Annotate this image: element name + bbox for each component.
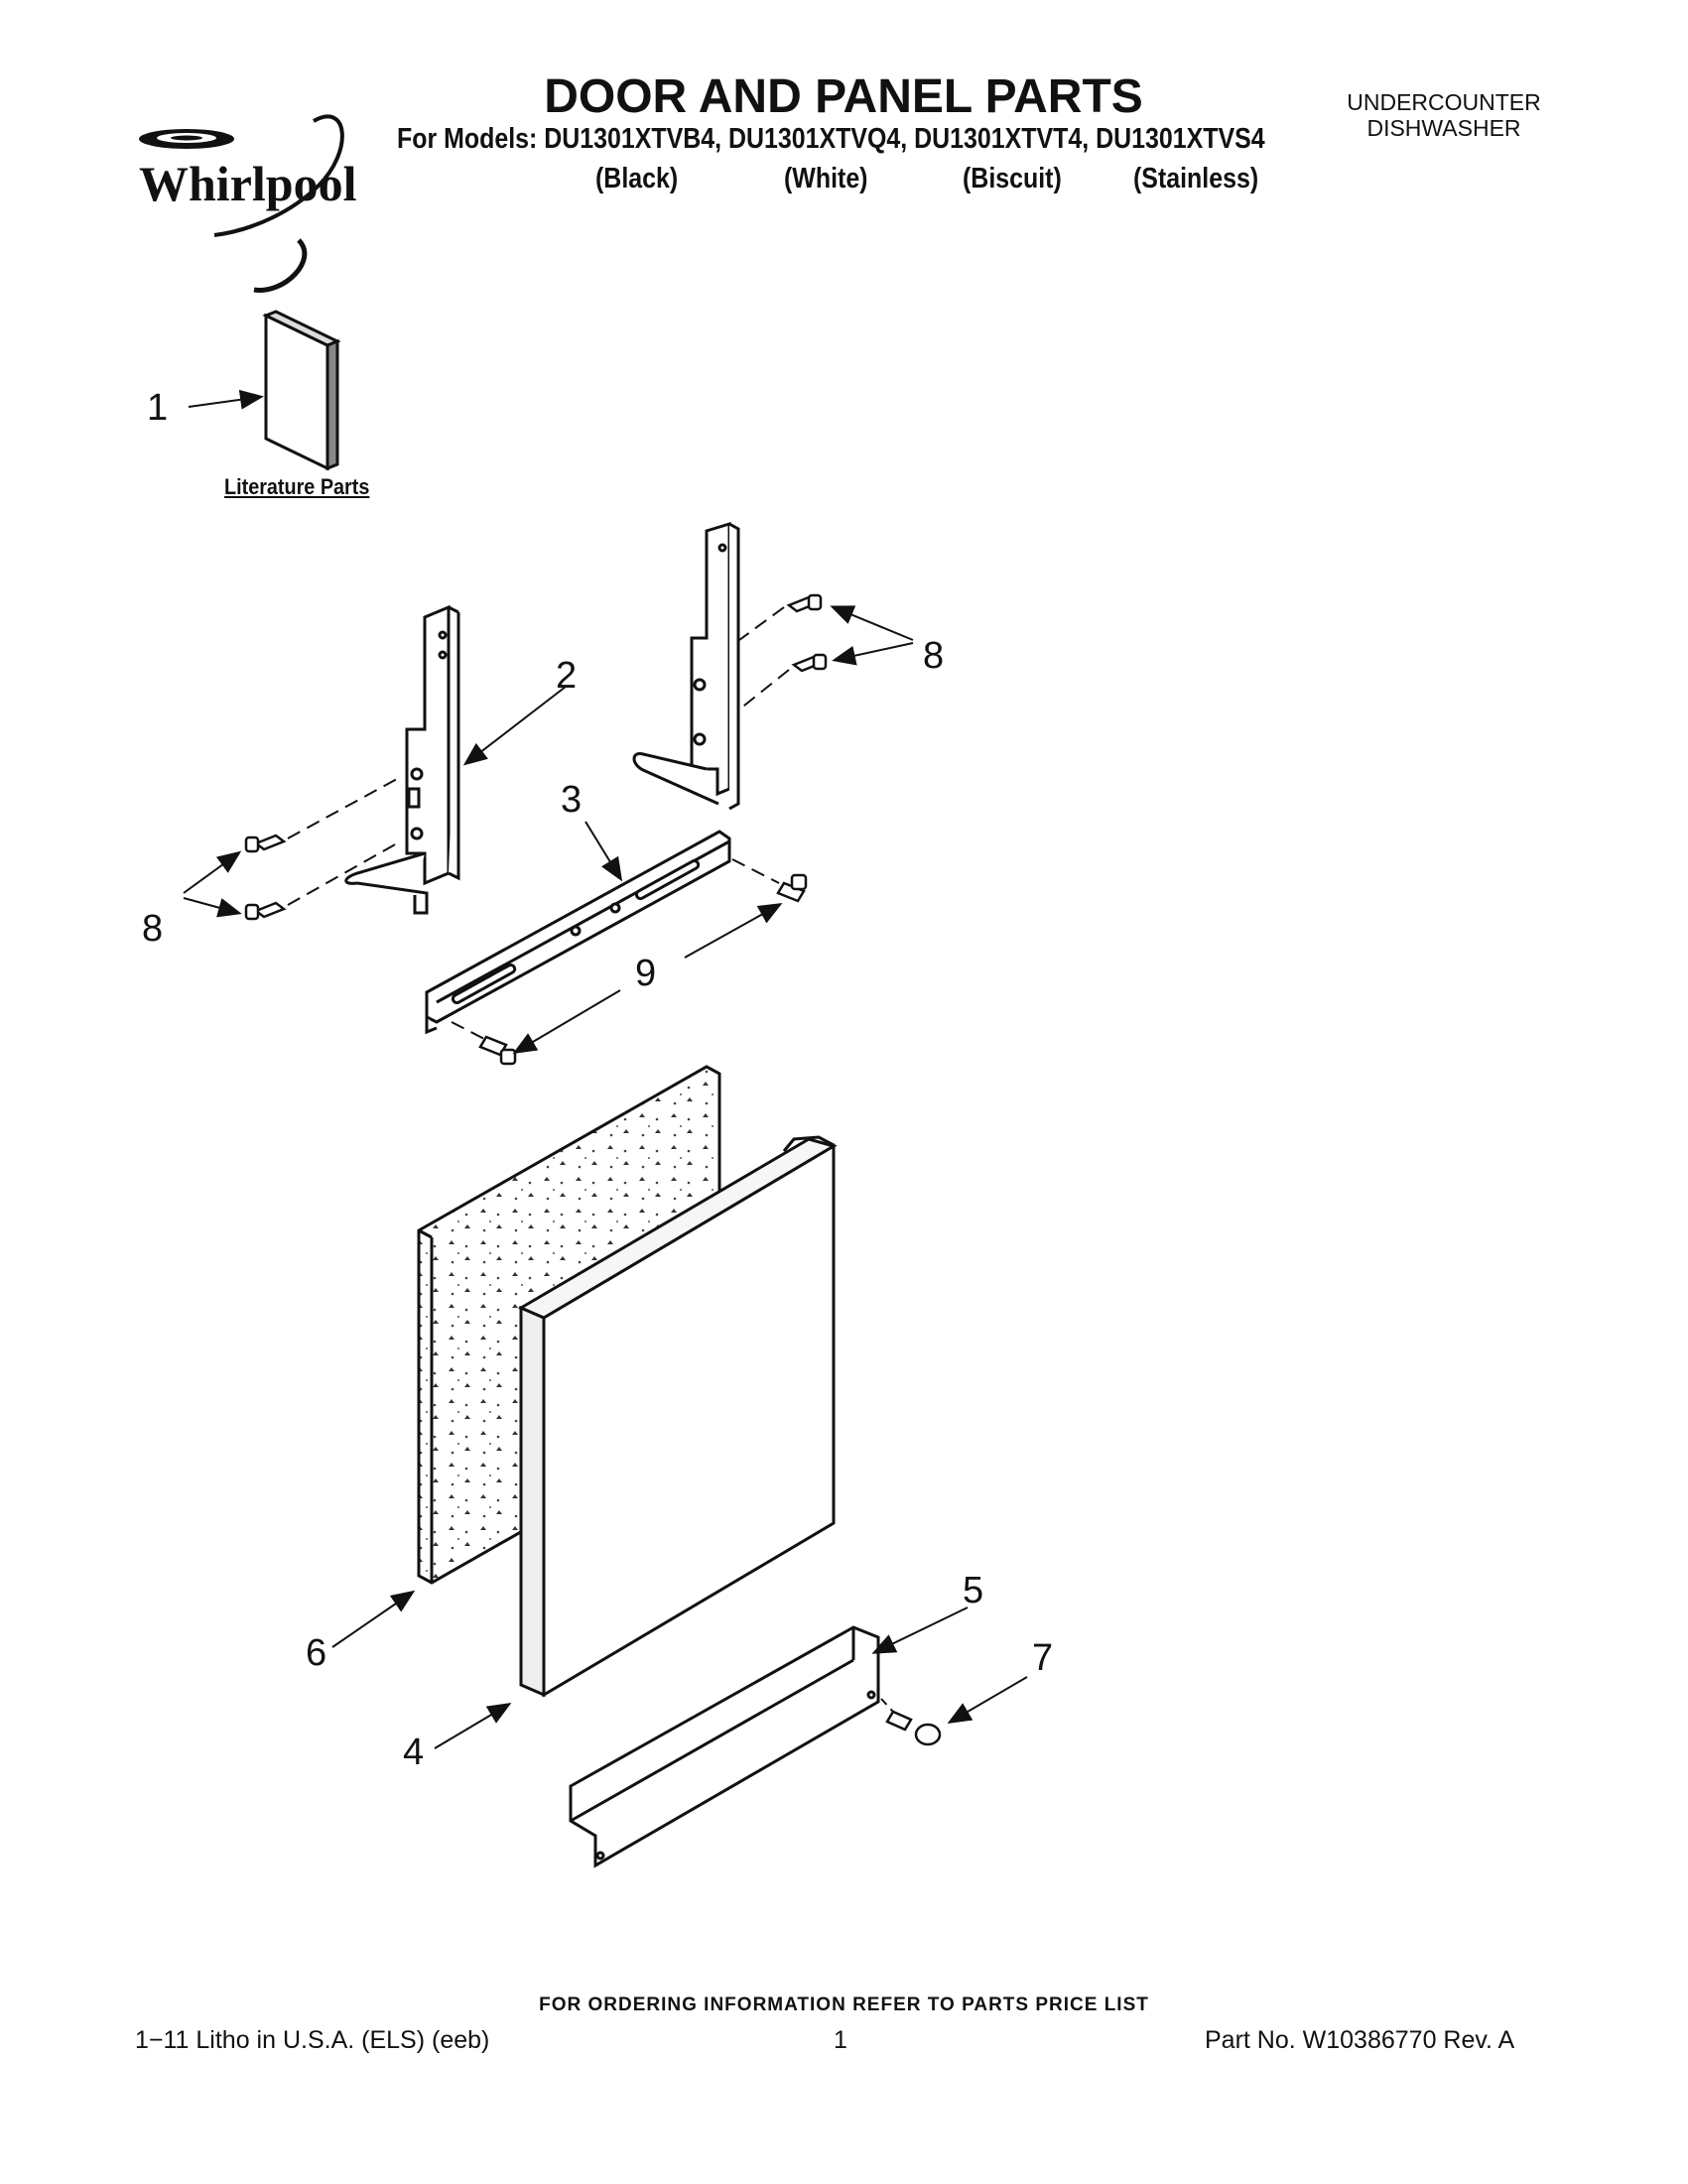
part-number: Part No. W10386770 Rev. A (1205, 2026, 1515, 2054)
callout-7: 7 (1032, 1637, 1054, 1679)
horizontal-rail (425, 830, 731, 1035)
door-panel (517, 1135, 838, 1698)
brand-logo: Whirlpool (135, 111, 393, 300)
color-stainless: (Stainless) (1133, 163, 1259, 194)
color-black: (Black) (595, 163, 679, 194)
callout-8-right: 8 (923, 635, 945, 677)
callout-8-left: 8 (142, 908, 164, 950)
toe-kick-panel (569, 1625, 880, 1868)
models-line: For Models: DU1301XTVB4, DU1301XTVQ4, DU… (397, 123, 1265, 155)
callout-5: 5 (963, 1570, 984, 1611)
page-number: 1 (834, 2026, 847, 2054)
ordering-note: FOR ORDERING INFORMATION REFER TO PARTS … (539, 1994, 1149, 2015)
color-white: (White) (784, 163, 868, 194)
literature-booklet (262, 310, 341, 471)
left-mounting-bracket (344, 604, 460, 915)
toe-kick-screw (885, 1710, 942, 1746)
literature-parts-label: Literature Parts (224, 474, 370, 499)
callout-1: 1 (147, 387, 169, 429)
svg-text:Whirlpool: Whirlpool (139, 156, 357, 211)
color-biscuit: (Biscuit) (963, 163, 1062, 194)
screw-9 (478, 873, 808, 1066)
callout-4: 4 (403, 1732, 425, 1773)
right-mounting-bracket (632, 521, 740, 811)
screw-8-left (244, 834, 287, 921)
category-line-1: UNDERCOUNTER (1347, 89, 1541, 115)
callout-6: 6 (306, 1632, 327, 1674)
category-line-2: DISHWASHER (1366, 115, 1521, 141)
page-title: DOOR AND PANEL PARTS (544, 70, 1143, 123)
callout-3: 3 (561, 779, 583, 821)
callout-9: 9 (635, 953, 657, 994)
callout-2: 2 (556, 655, 578, 697)
litho-info: 1−11 Litho in U.S.A. (ELS) (eeb) (135, 2026, 490, 2054)
screw-8-right (786, 593, 828, 673)
